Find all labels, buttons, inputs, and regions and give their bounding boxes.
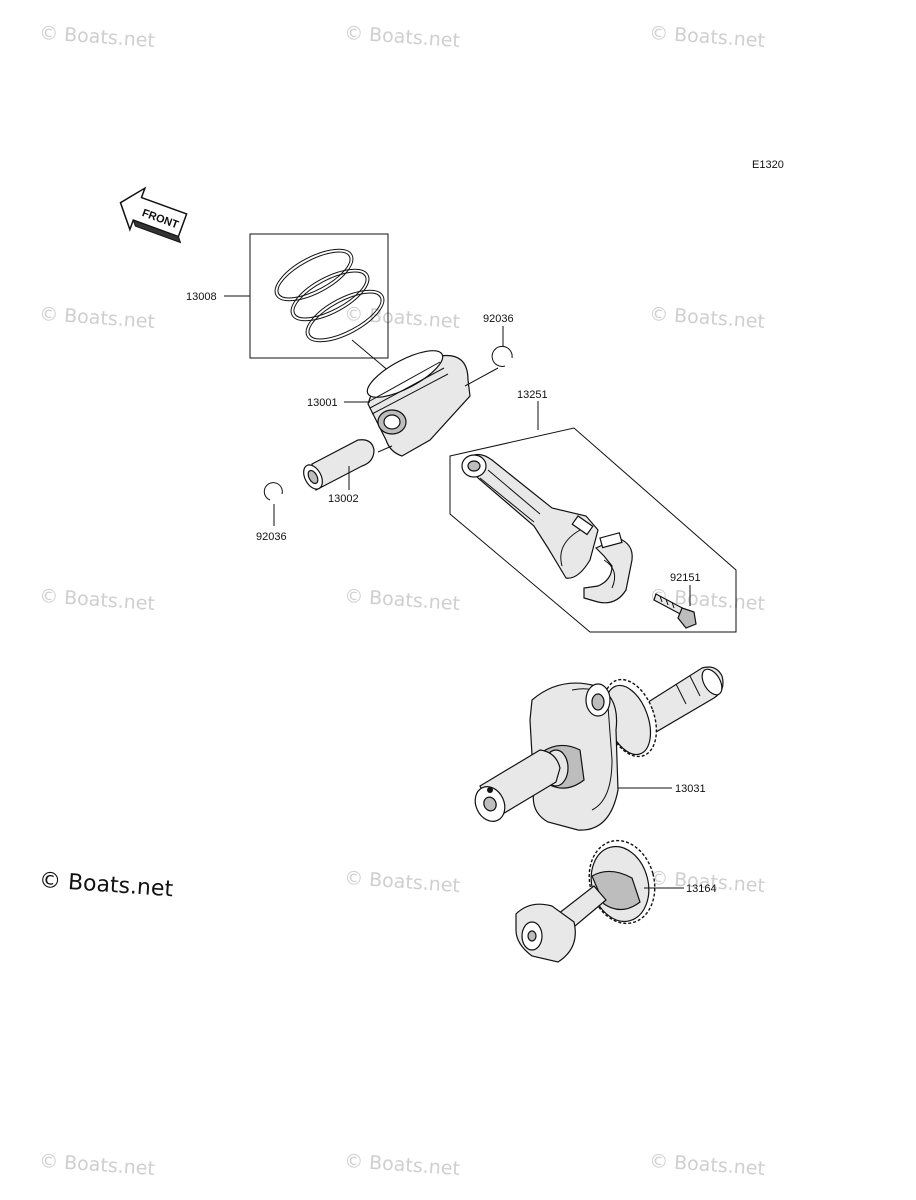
piston-pin-clip-upper [491, 345, 513, 367]
crankshaft [474, 666, 724, 831]
balancer-shaft [515, 839, 656, 963]
piston-pin [303, 439, 375, 491]
part-number-piston: 13001 [307, 397, 338, 409]
connecting-rod [461, 453, 599, 579]
conrod-assembly-box [449, 427, 737, 633]
part-number-clip-lower: 92036 [256, 531, 287, 543]
piston [366, 350, 471, 457]
front-arrow-icon: FRONT [119, 186, 188, 244]
piston-pin-clip-lower [263, 482, 283, 501]
conrod-bolt [653, 593, 697, 629]
part-number-crankshaft: 13031 [675, 783, 706, 795]
part-number-rings: 13008 [186, 291, 217, 303]
connecting-rod-cap [583, 532, 633, 604]
part-number-clip-upper: 92036 [483, 313, 514, 325]
part-number-bolt: 92151 [670, 572, 701, 584]
part-number-pin: 13002 [328, 493, 359, 505]
part-number-balancer: 13164 [686, 883, 717, 895]
piston-ring-set [249, 233, 389, 359]
part-number-conrod: 13251 [517, 389, 548, 401]
diagram-code: E1320 [752, 159, 784, 171]
